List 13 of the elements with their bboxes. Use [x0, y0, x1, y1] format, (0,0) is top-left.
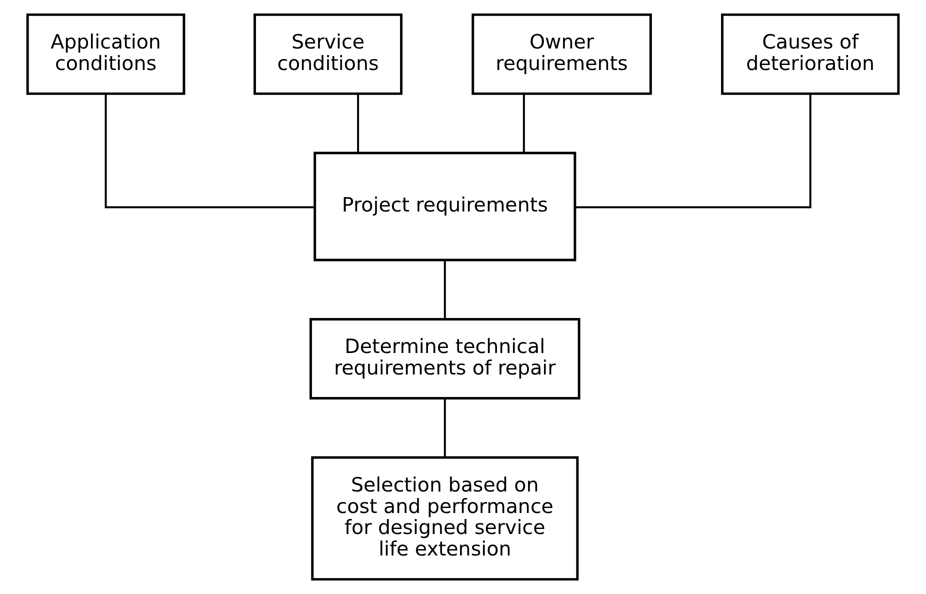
- node-box: Service conditions: [254, 13, 402, 95]
- connector: [522, 94, 525, 152]
- connector: [444, 399, 446, 457]
- connector: [357, 94, 360, 152]
- node-box: Project requirements: [314, 152, 576, 262]
- node-box: Causes of deterioration: [721, 13, 900, 95]
- node-box: Selection based on cost and performance for designed service life extension: [311, 456, 579, 581]
- connector: [444, 260, 446, 319]
- connector: [104, 94, 315, 208]
- node-box: Application conditions: [26, 13, 186, 95]
- node-box: Determine technical requirements of repair: [310, 318, 580, 400]
- node-box: Owner requirements: [472, 13, 652, 95]
- connector: [575, 94, 812, 208]
